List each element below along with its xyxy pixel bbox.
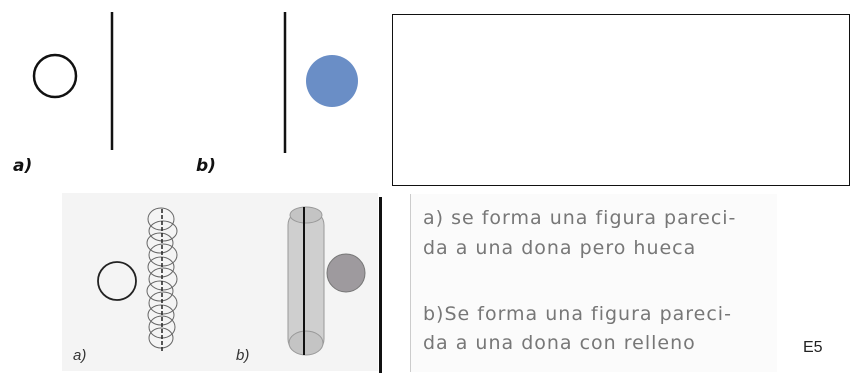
answer-box-empty xyxy=(392,14,850,186)
answer-a-line1: a) se forma una figura pareci- xyxy=(423,207,736,229)
filled-disk xyxy=(306,55,358,107)
answer-a-line2: da a una dona pero hueca xyxy=(423,237,696,259)
sketch-label-b: b) xyxy=(236,347,249,364)
label-b: b) xyxy=(196,156,216,176)
sketch-label-a: a) xyxy=(73,347,86,364)
hollow-circle xyxy=(34,55,76,97)
sketch-filled-disk xyxy=(327,254,365,292)
sketch-hollow-circle xyxy=(98,262,136,300)
answer-b-line1: b)Se forma una figura pareci- xyxy=(423,303,732,325)
answer-b-line2: da a una dona con relleno xyxy=(423,332,696,354)
student-drawing xyxy=(62,193,378,371)
student-code: E5 xyxy=(803,339,823,357)
task-diagram xyxy=(0,0,380,190)
panel-divider xyxy=(379,197,382,373)
label-a: a) xyxy=(13,156,32,176)
